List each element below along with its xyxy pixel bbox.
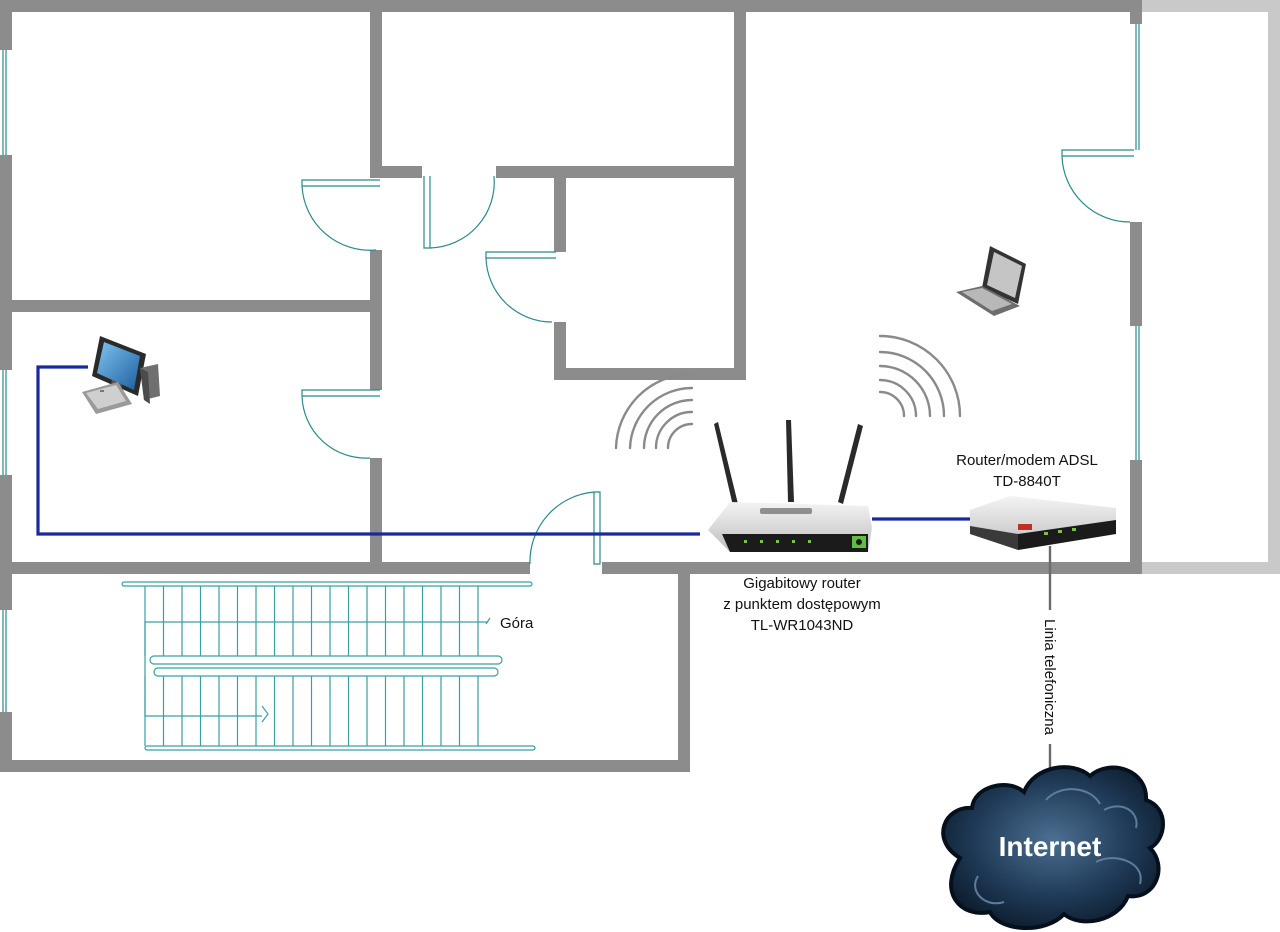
wifi-router-label-line2: z punktem dostępowym — [723, 596, 881, 613]
adsl-modem-label-line2: TD-8840T — [993, 473, 1061, 490]
wall-inner-right-3 — [1130, 460, 1142, 574]
wifi-waves-left — [614, 372, 694, 450]
wall-corridor-bottom-right — [602, 562, 1142, 574]
wifi-waves-right — [878, 334, 962, 418]
wall-vert-a-mid — [370, 250, 382, 390]
walls — [0, 0, 1280, 772]
internet-label: Internet — [999, 831, 1102, 862]
wall-bottom-right — [1142, 562, 1280, 574]
ethernet-cable-desktop — [36, 365, 700, 536]
wall-top-right — [1142, 0, 1280, 12]
wall-left-4 — [0, 712, 12, 772]
desktop-computer-icon — [82, 336, 160, 414]
wall-inner-right-2 — [1130, 222, 1142, 326]
wall-closet-left-top — [554, 178, 566, 252]
stairs-up-label: Góra — [500, 615, 534, 632]
wall-right-outer — [1268, 0, 1280, 574]
wall-bottom-stairs — [0, 760, 690, 772]
wall-vert-b — [734, 0, 746, 380]
wall-left-1 — [0, 0, 12, 50]
phone-line-label: Linia telefoniczna — [1041, 619, 1058, 736]
wall-left-2 — [0, 155, 12, 370]
wall-closet-left-bottom — [554, 322, 566, 380]
adsl-modem-label-line1: Router/modem ADSL — [956, 452, 1098, 469]
wifi-router-icon — [708, 420, 872, 552]
windows — [2, 24, 1140, 712]
wall-stairs-right — [678, 562, 690, 772]
wifi-router-label-line1: Gigabitowy router — [743, 575, 861, 592]
wall-vert-a-top — [370, 0, 382, 178]
wall-room1-bottom — [0, 300, 382, 312]
wall-corridor-bottom-left — [0, 562, 530, 574]
wall-inner-right-1 — [1130, 0, 1142, 24]
adsl-modem-icon — [970, 496, 1116, 550]
staircase: Góra — [121, 581, 536, 751]
wall-hall-left — [382, 166, 422, 178]
wall-top — [0, 0, 1142, 12]
doors — [301, 149, 1134, 565]
wall-vert-a-bottom — [370, 458, 382, 562]
wall-closet-bottom — [554, 368, 746, 380]
wifi-router-label-line3: TL-WR1043ND — [751, 617, 854, 634]
phone-line-label-bg — [1040, 610, 1060, 744]
internet-cloud-icon — [941, 765, 1165, 930]
wall-left-3 — [0, 475, 12, 610]
wall-hall-right — [496, 166, 746, 178]
laptop-icon — [956, 246, 1026, 316]
